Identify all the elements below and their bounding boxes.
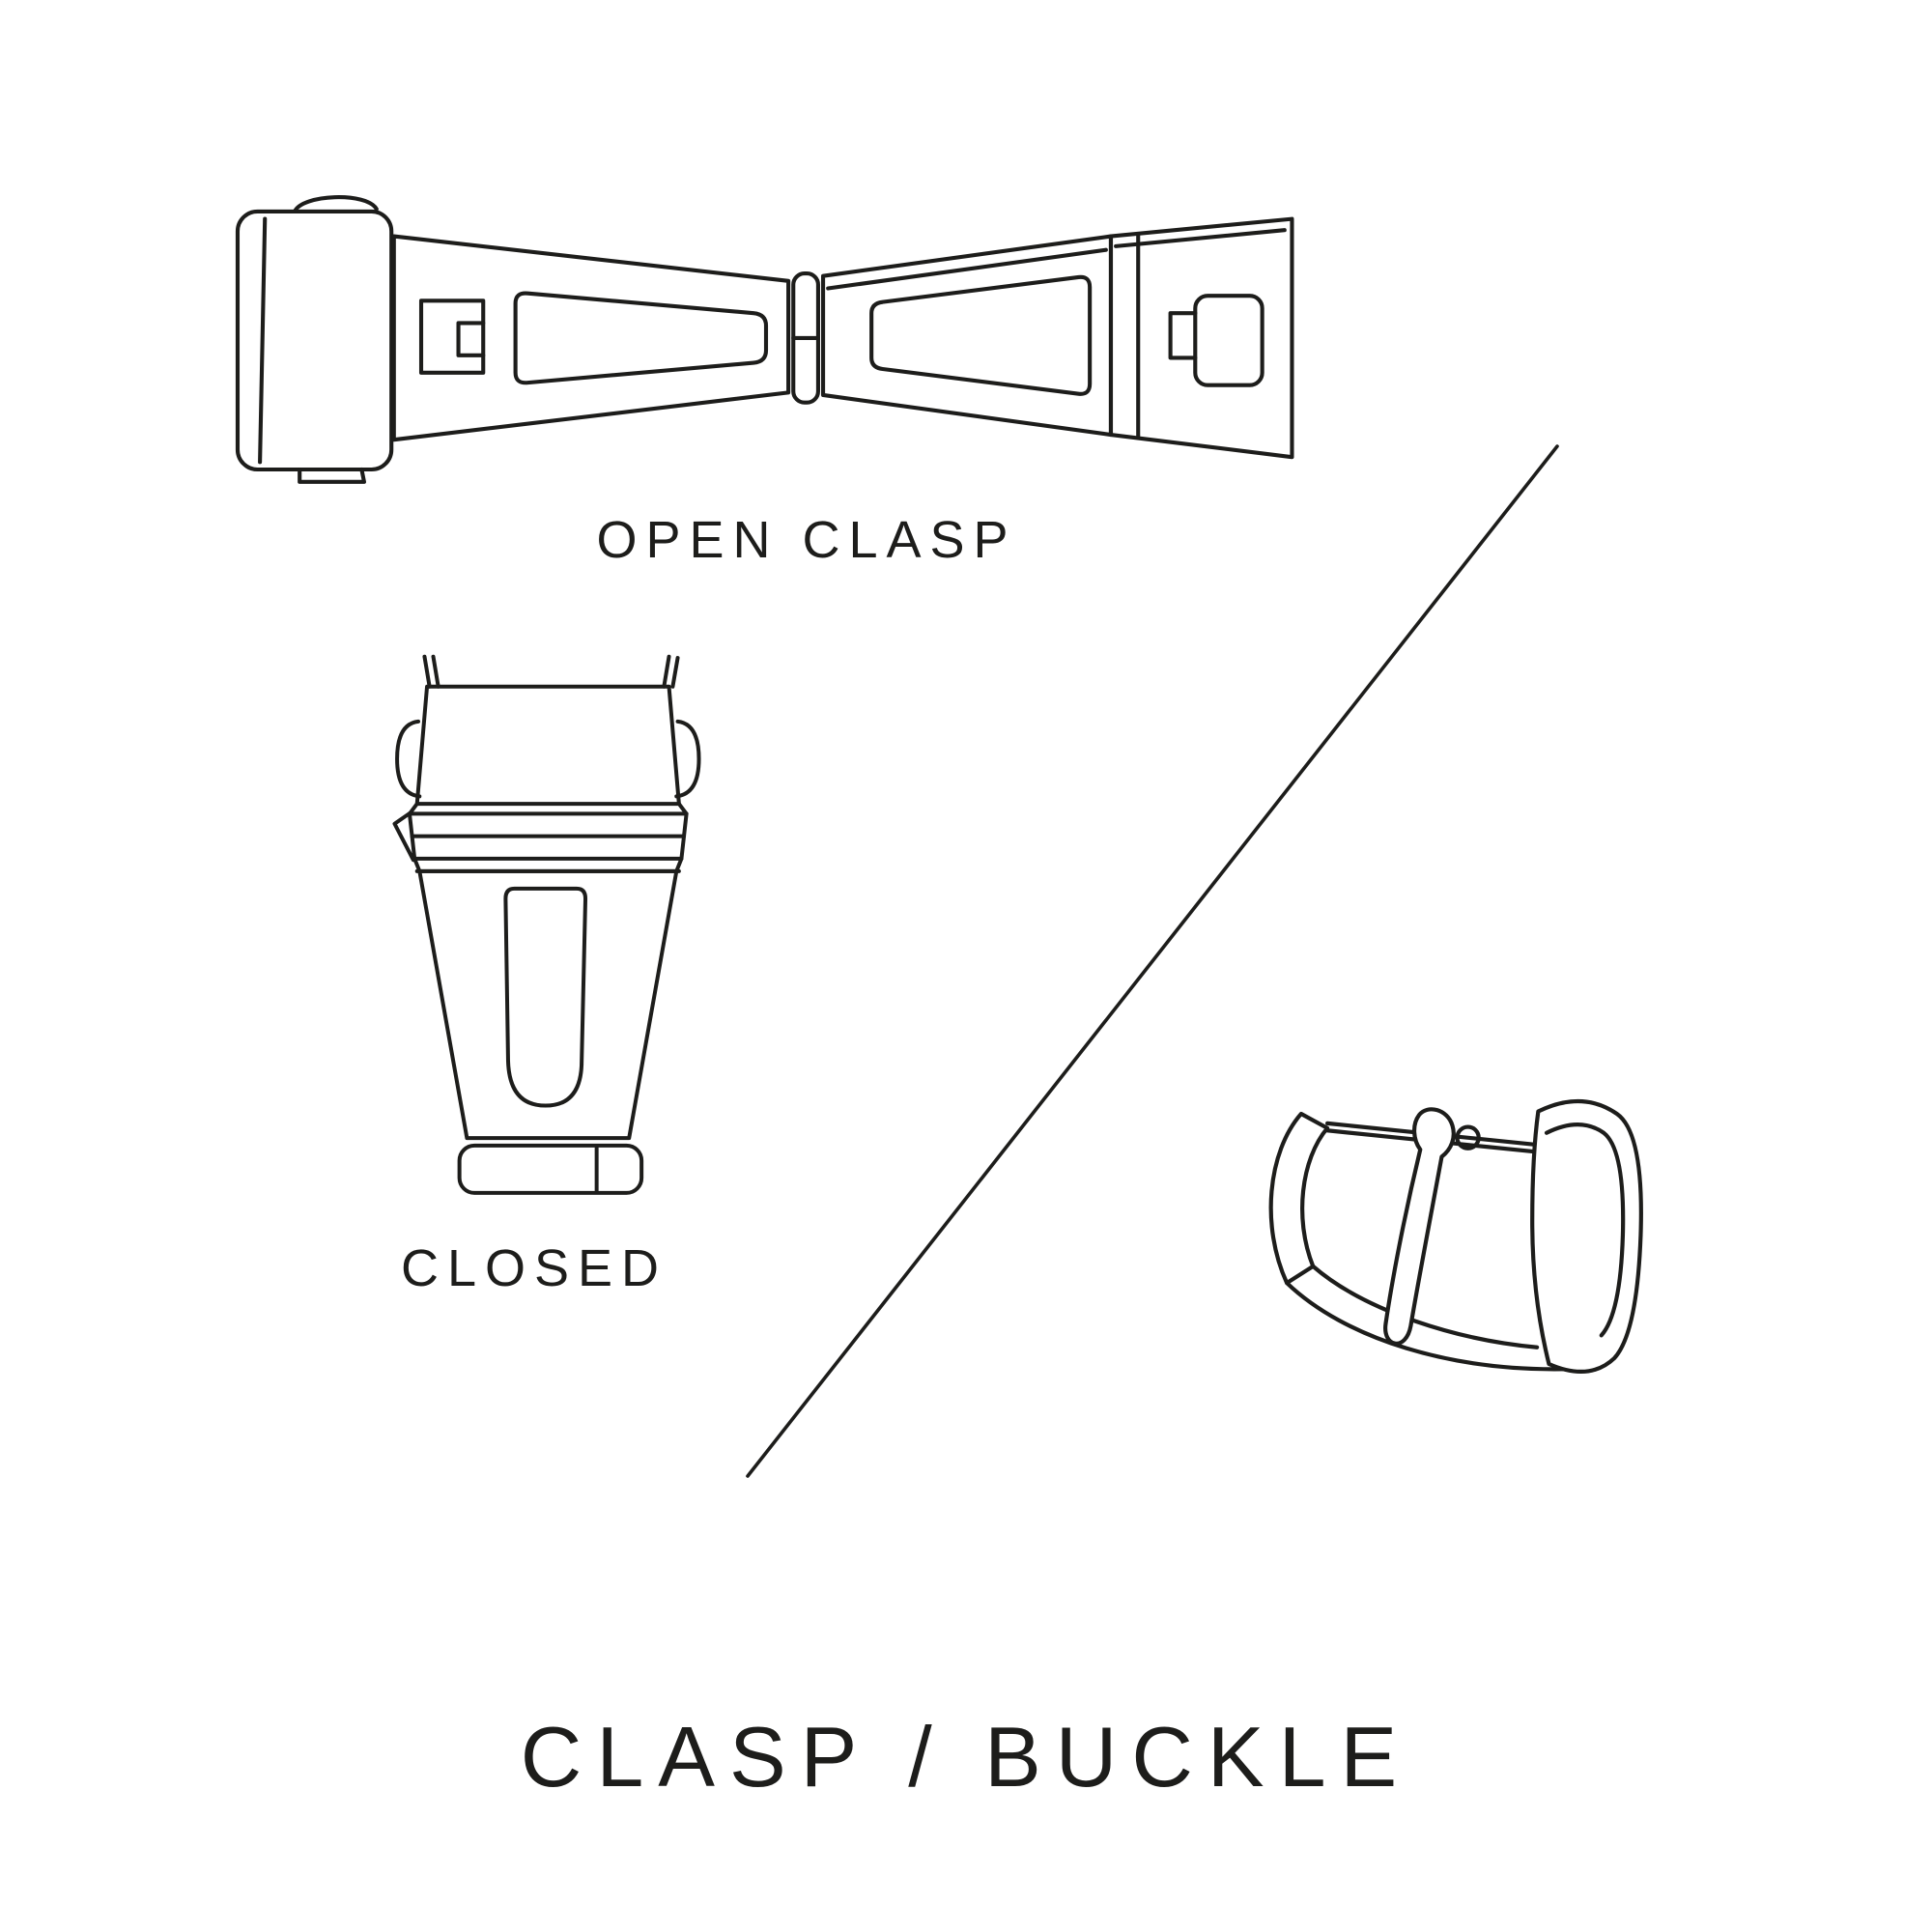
- buckle-coil: [1455, 1124, 1481, 1151]
- closed-label: CLOSED: [400, 1239, 668, 1297]
- open-clasp-left-arm: [391, 234, 791, 442]
- closed-clasp-prongs: [422, 654, 680, 689]
- open-clasp-right-arm: [821, 234, 1114, 438]
- buckle-illustration: [1268, 1098, 1643, 1375]
- closed-clasp-band: [392, 802, 689, 873]
- page-title: CLASP / BUCKLE: [520, 1709, 1412, 1804]
- open-clasp-right-end: [1108, 216, 1294, 460]
- closed-clasp-cover: [395, 684, 701, 807]
- closed-clasp-body: [417, 868, 679, 1141]
- buckle-right-bar: [1530, 1098, 1643, 1375]
- buckle-left-bar: [1268, 1111, 1330, 1286]
- closed-clasp-illustration: [392, 654, 701, 1195]
- buckle-tang: [1383, 1107, 1456, 1346]
- open-clasp-label: OPEN CLASP: [596, 511, 1017, 569]
- open-clasp-hinge: [791, 271, 820, 405]
- open-clasp-illustration: [235, 195, 1294, 484]
- buckle-bottom-band: [1285, 1264, 1580, 1372]
- closed-clasp-end-bar: [457, 1143, 644, 1195]
- open-clasp-left-link: [235, 195, 394, 484]
